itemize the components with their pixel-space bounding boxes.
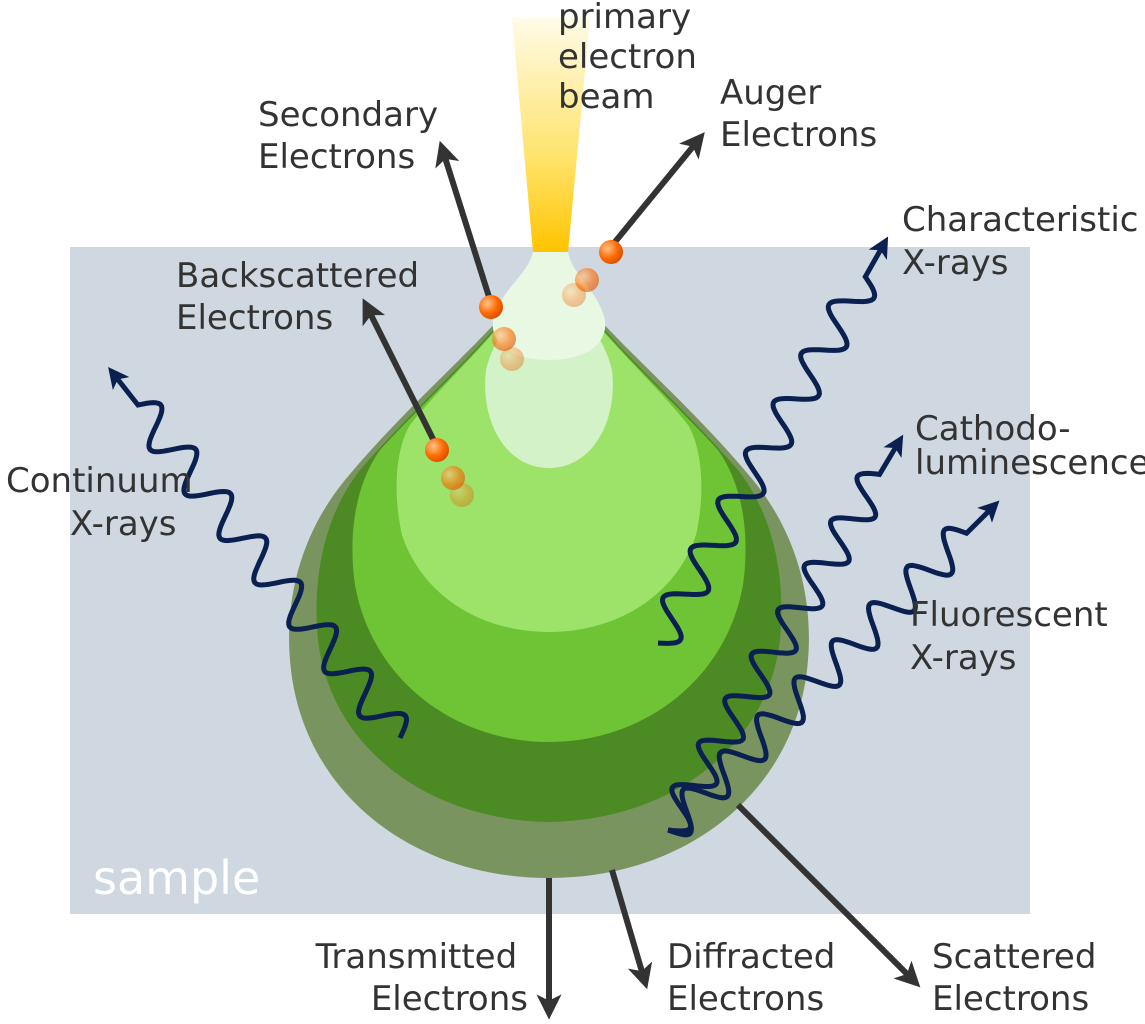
secondary-electron-trail-1: [492, 327, 516, 351]
diffracted-electrons-arrow: [609, 869, 653, 990]
continuum-xrays-wave: [108, 367, 410, 740]
characteristic-xrays-label: Characteristic X-rays: [902, 200, 1145, 283]
secondary-electrons-label: Secondary Electrons: [258, 95, 449, 177]
auger-electron-trail-1: [575, 268, 599, 292]
auger-electron: [599, 240, 623, 264]
secondary-electron-trail-2: [500, 347, 524, 371]
wave-arrows: [108, 236, 1000, 838]
secondary-electron: [479, 295, 503, 319]
primary-electron-beam: [512, 18, 590, 252]
electrons: [425, 240, 623, 507]
cathodoluminescence-label: Cathodo- luminescence: [915, 409, 1145, 483]
electron-arrows: [362, 132, 921, 1020]
secondary-electrons-arrow: [435, 140, 493, 301]
transmitted-electrons-label: Transmitted Electrons: [315, 937, 528, 1019]
characteristic-xrays-wave: [657, 236, 889, 646]
backscattered-electrons-label: Backscattered Electrons: [176, 256, 430, 338]
fluorescent-xrays-label: Fluorescent X-rays: [910, 595, 1119, 678]
sample-label: sample: [93, 851, 260, 905]
backscattered-electron: [425, 438, 449, 462]
fluorescent-xrays-wave: [667, 500, 1000, 838]
backscattered-electron-trail-1: [441, 466, 465, 490]
scattered-electrons-arrow: [735, 802, 921, 988]
labels: primary electron beam Secondary Electron…: [6, 0, 1145, 1019]
primary-beam-label: primary electron beam: [558, 0, 708, 117]
auger-electrons-arrow: [607, 132, 705, 250]
continuum-xrays-label: Continuum X-rays: [6, 461, 203, 544]
backscattered-electrons-arrow: [362, 298, 439, 447]
auger-electrons-label: Auger Electrons: [720, 73, 877, 155]
scattered-electrons-label: Scattered Electrons: [932, 937, 1107, 1019]
cathodoluminescence-wave: [667, 434, 904, 834]
diffracted-electrons-label: Diffracted Electrons: [667, 937, 846, 1019]
